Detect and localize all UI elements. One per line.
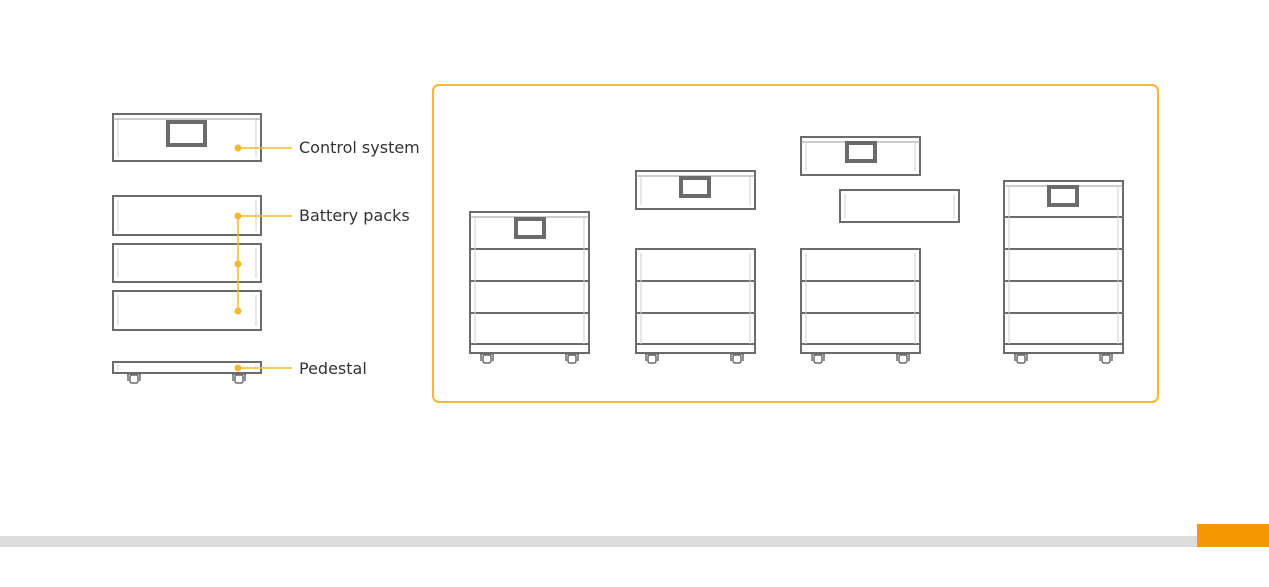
callout-lines (234, 144, 292, 372)
battery-pack-3 (112, 290, 262, 331)
wheel-icon (126, 373, 142, 384)
control-system-unit (112, 113, 262, 162)
assembled-stack-1 (469, 211, 590, 364)
assembled-stack-4 (1003, 180, 1124, 364)
wheel-icon (231, 373, 247, 384)
exploded-stack-2 (635, 170, 756, 364)
pedestal-label: Pedestal (299, 359, 367, 378)
control-system-label: Control system (299, 138, 420, 157)
footer-bar (0, 536, 1197, 547)
configuration-panel (432, 84, 1159, 403)
footer-accent-block (1197, 524, 1269, 547)
exploded-stack-3 (800, 136, 960, 364)
control-display-screen (166, 120, 207, 147)
battery-packs-label: Battery packs (299, 206, 410, 225)
